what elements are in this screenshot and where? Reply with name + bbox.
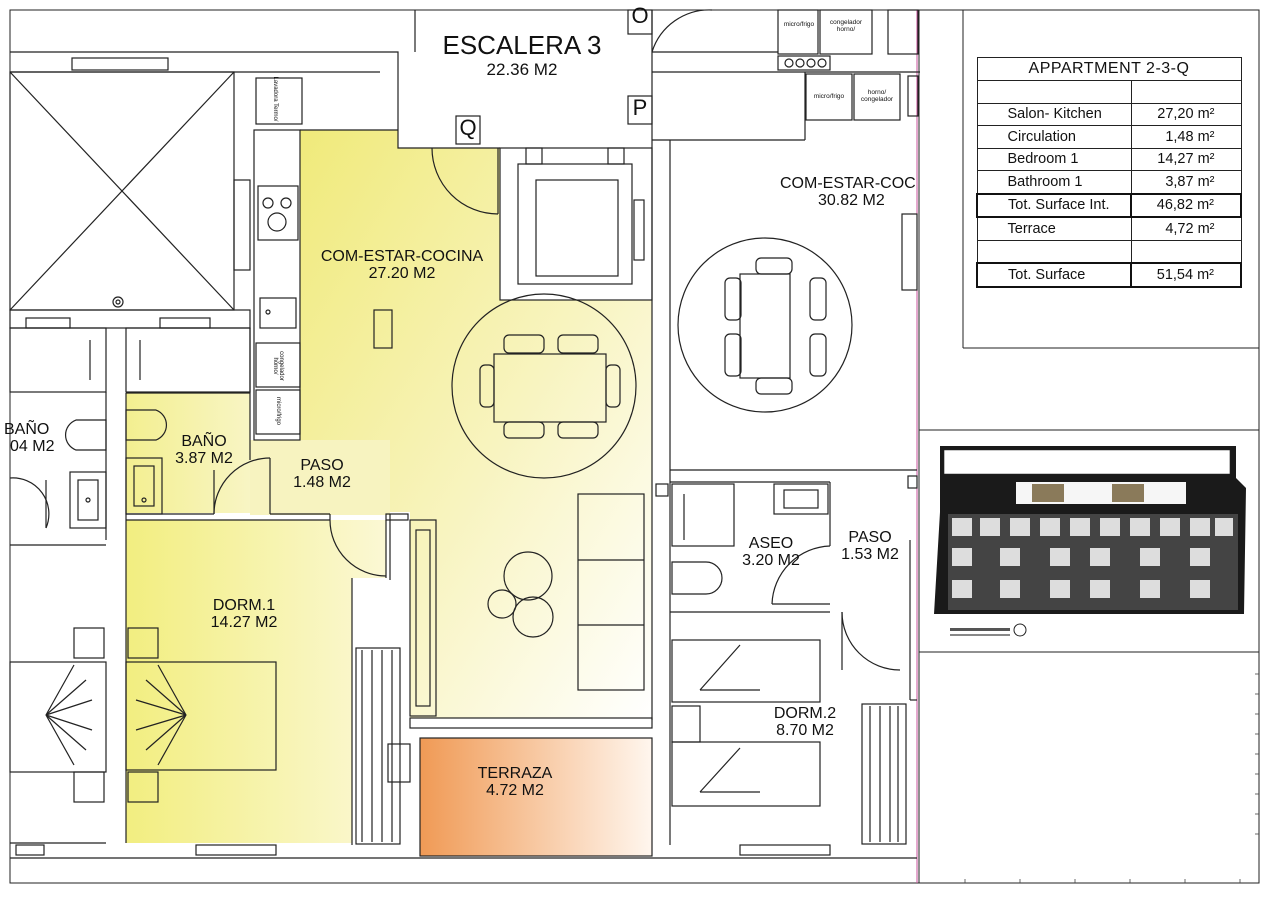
table-cell-value: 51,54 m² bbox=[1130, 262, 1242, 288]
table-cell-value: 27,20 m² bbox=[1130, 102, 1242, 126]
marker-o: O bbox=[631, 3, 649, 28]
table-cell-value: 14,27 m² bbox=[1130, 147, 1242, 171]
appliance-micro-mid: micro/frigo bbox=[813, 93, 845, 100]
staircase-area: 22.36 M2 bbox=[486, 60, 558, 80]
table-cell-label bbox=[976, 239, 1132, 264]
table-cell-value: 4,72 m² bbox=[1130, 216, 1242, 241]
appliance-micro-side: micro/frigo bbox=[275, 396, 281, 425]
site-plan-thumbnail bbox=[934, 442, 1248, 637]
marker-p: P bbox=[632, 95, 648, 120]
appliance-congelador-top: congelador horno/ bbox=[829, 19, 863, 33]
walls bbox=[9, 9, 920, 859]
neighbor-bath-label: BAÑO 04 M2 bbox=[4, 421, 56, 456]
table-cell-value: 46,82 m² bbox=[1130, 192, 1242, 218]
marker-q: Q bbox=[459, 115, 477, 140]
staircase-label: ESCALERA 3 22.36 M2 bbox=[430, 30, 614, 80]
bath-fill bbox=[126, 393, 250, 513]
paso2-name: PASO bbox=[848, 529, 892, 546]
appliance-micro-top: micro/frigo bbox=[783, 21, 815, 28]
table-cell-value bbox=[1130, 80, 1242, 104]
dorm1-fill bbox=[126, 520, 386, 843]
table-cell-label: Bedroom 1 bbox=[976, 147, 1132, 171]
table-cell-value: 1,48 m² bbox=[1130, 125, 1242, 149]
table-cell-value bbox=[1130, 239, 1242, 264]
table-row bbox=[976, 239, 1242, 264]
appliance-congelador-side: congelador horno/ bbox=[272, 351, 284, 381]
paso-name: PASO bbox=[300, 457, 344, 474]
bath-label: BAÑO 3.87 M2 bbox=[168, 433, 240, 468]
aseo-area: 3.20 M2 bbox=[742, 551, 800, 569]
table-title: APPARTMENT 2-3-Q bbox=[976, 57, 1242, 81]
living-fill bbox=[300, 130, 652, 718]
terraza-fill bbox=[420, 738, 652, 856]
aseo-label: ASEO 3.20 M2 bbox=[734, 535, 808, 570]
neighbor-living-name: COM-ESTAR-COC bbox=[780, 176, 916, 192]
terraza-name: TERRAZA bbox=[477, 765, 553, 782]
dorm1-name: DORM.1 bbox=[212, 597, 276, 614]
paso-area: 1.48 M2 bbox=[293, 473, 351, 491]
table-cell-label: Tot. Surface Int. bbox=[976, 192, 1132, 218]
staircase-name: ESCALERA 3 bbox=[442, 30, 602, 60]
living-label: COM-ESTAR-COCINA 27.20 M2 bbox=[318, 248, 486, 283]
neighbor-bath-name: BAÑO bbox=[4, 421, 50, 438]
bath-area: 3.87 M2 bbox=[175, 449, 233, 467]
table-cell-label: Circulation bbox=[976, 125, 1132, 149]
table-row-total-interior: Tot. Surface Int.46,82 m² bbox=[976, 192, 1242, 218]
paso2-area: 1.53 M2 bbox=[841, 545, 899, 563]
dorm2-label: DORM.2 8.70 M2 bbox=[768, 705, 842, 740]
paso-fill bbox=[250, 440, 390, 515]
terraza-label: TERRAZA 4.72 M2 bbox=[470, 765, 560, 800]
living-area: 27.20 M2 bbox=[368, 264, 436, 282]
paso-label: PASO 1.48 M2 bbox=[286, 457, 358, 492]
neighbor-living-label: COM-ESTAR-COC 30.82 M2 bbox=[780, 176, 918, 210]
appliance-horno-mid: horno/ congelador bbox=[860, 89, 894, 103]
scale-ticks bbox=[964, 673, 1259, 883]
appliance-lavadora: Lavadora Termo/ bbox=[272, 76, 278, 122]
table-row bbox=[976, 80, 1242, 104]
aseo-name: ASEO bbox=[748, 535, 794, 552]
table-cell-value: 3,87 m² bbox=[1130, 170, 1242, 194]
table-cell-label: Salon- Kitchen bbox=[976, 102, 1132, 126]
dorm1-label: DORM.1 14.27 M2 bbox=[198, 597, 290, 632]
living-name: COM-ESTAR-COCINA bbox=[320, 248, 484, 265]
info-panel bbox=[919, 10, 1259, 653]
table-cell-label: Terrace bbox=[976, 216, 1132, 241]
table-cell-label: Bathroom 1 bbox=[976, 170, 1132, 194]
dorm2-area: 8.70 M2 bbox=[776, 721, 834, 739]
table-title-row: APPARTMENT 2-3-Q bbox=[976, 57, 1242, 81]
neighbor-living-area: 30.82 M2 bbox=[818, 191, 885, 209]
bath-name: BAÑO bbox=[181, 433, 227, 450]
dorm2-name: DORM.2 bbox=[773, 705, 837, 722]
paso2-label: PASO 1.53 M2 bbox=[836, 529, 904, 564]
terraza-area: 4.72 M2 bbox=[486, 781, 544, 799]
table-cell-label bbox=[976, 80, 1132, 104]
table-cell-label: Tot. Surface bbox=[976, 262, 1132, 288]
neighbor-bath-area: 04 M2 bbox=[10, 437, 55, 455]
dorm1-area: 14.27 M2 bbox=[210, 613, 278, 631]
